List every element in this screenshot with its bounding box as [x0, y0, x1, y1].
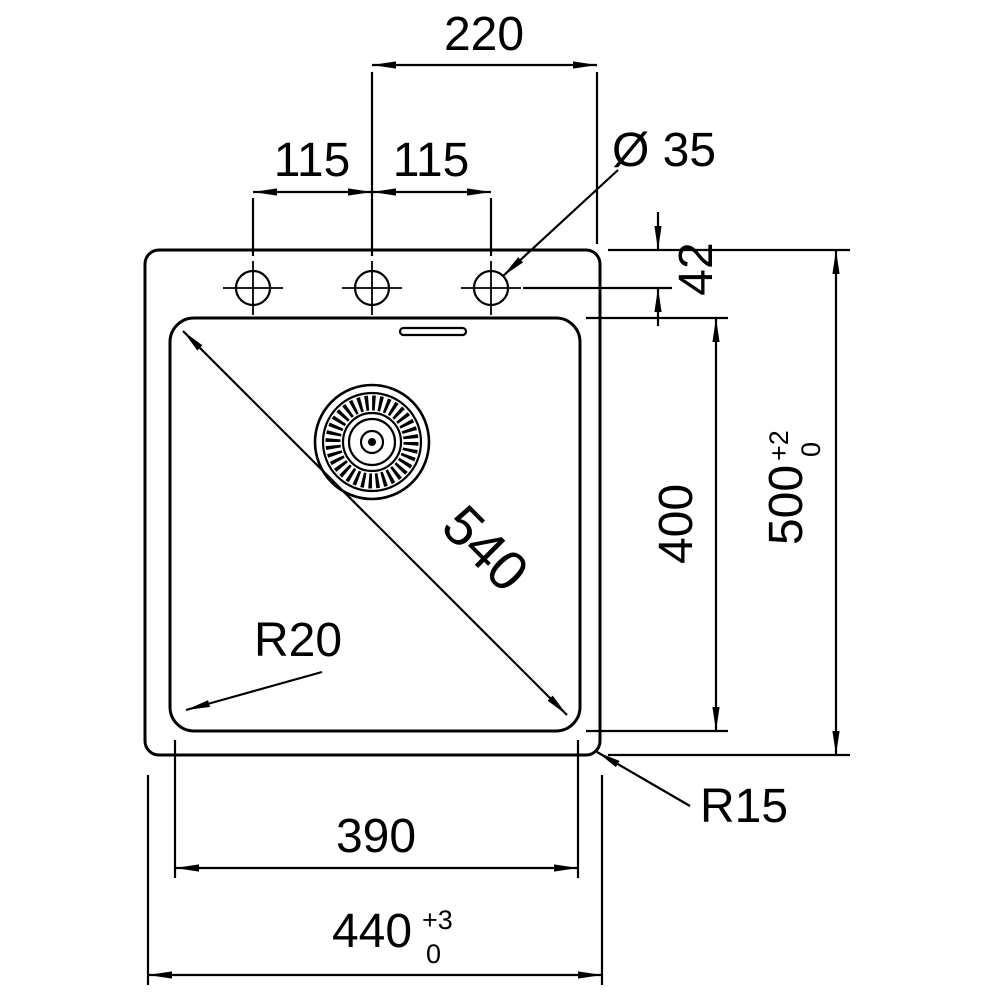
sink-geometry	[143, 248, 602, 757]
leader-bowl-radius	[185, 670, 323, 712]
drain-center-dot	[368, 438, 376, 446]
label-bowl-corner-radius: R20	[254, 614, 342, 667]
label-overall-width-tol-lower: 0	[426, 939, 441, 969]
label-overall-width-group: 440 +3 0	[332, 905, 453, 969]
label-bowl-width: 390	[336, 810, 416, 863]
faucet-hole-right	[461, 261, 521, 315]
overflow-slot	[398, 326, 468, 337]
label-edge-to-holes: 42	[670, 242, 723, 295]
sink-outline	[143, 248, 602, 757]
leader-corner-radius	[596, 751, 691, 807]
drain-ring-2	[321, 391, 423, 493]
bowl-outline	[168, 316, 582, 733]
drain-center-ring	[359, 429, 385, 455]
dim-line-540-diagonal	[182, 330, 568, 716]
leader-hole-diameter	[502, 169, 619, 277]
drain-symbol	[313, 383, 431, 501]
drain-ring-4	[347, 417, 397, 467]
label-bowl-length: 400	[650, 484, 703, 564]
drain-strainer-teeth	[325, 395, 419, 489]
label-hole-pitch-left: 115	[274, 134, 351, 187]
label-hole-pitch-right: 115	[393, 134, 470, 187]
label-overall-depth: 500	[760, 465, 813, 545]
label-bowl-diagonal-group: 540	[430, 493, 541, 604]
dimension-lines	[148, 61, 840, 979]
label-overall-depth-tol-lower: 0	[796, 442, 826, 457]
extension-lines	[146, 72, 850, 985]
faucet-hole-left	[223, 261, 283, 315]
faucet-hole-center	[342, 261, 402, 315]
drain-outer-ring	[313, 383, 431, 501]
label-hole-diameter: Ø 35	[612, 124, 716, 177]
label-overall-width: 440	[332, 905, 412, 958]
label-overall-width-tol-upper: +3	[422, 905, 453, 935]
drain-ring-3	[341, 411, 403, 473]
label-bowl-length-group: 400	[650, 484, 703, 564]
label-overall-depth-group: 500 +2 0	[760, 430, 826, 545]
label-edge-to-holes-group: 42	[670, 242, 723, 295]
label-bowl-diagonal: 540	[430, 493, 541, 604]
label-overall-depth-tol-upper: +2	[764, 430, 794, 461]
label-outer-corner-radius: R15	[700, 780, 788, 833]
label-center-to-edge: 220	[444, 8, 524, 61]
